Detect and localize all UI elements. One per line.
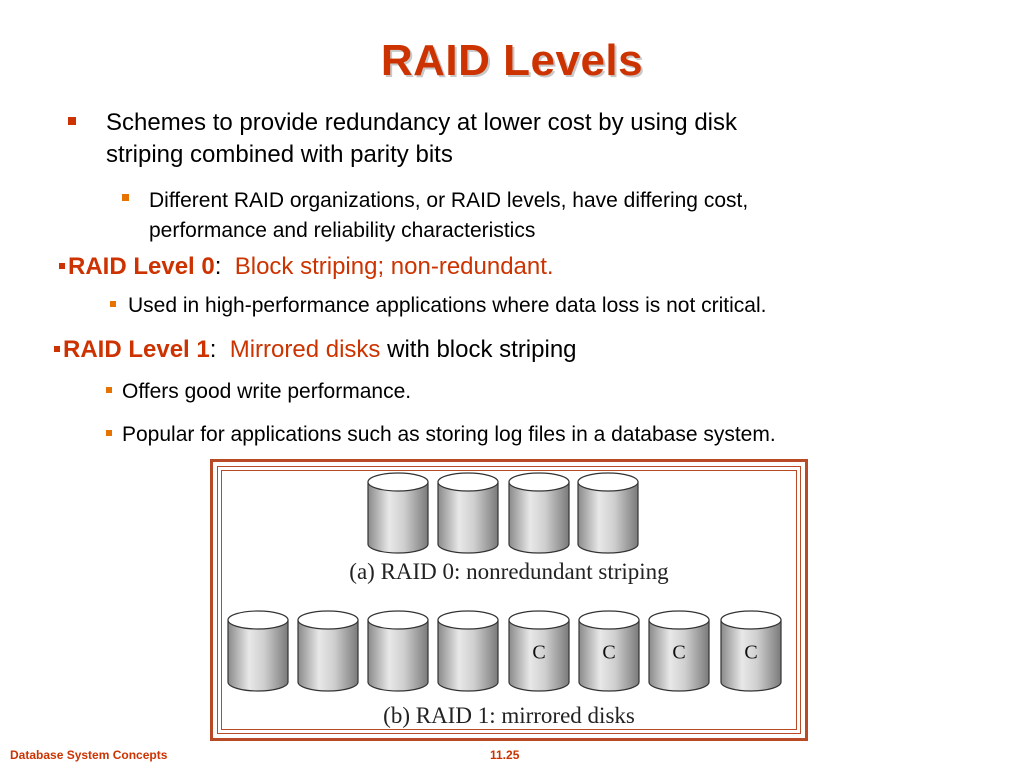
data-disk	[367, 472, 429, 554]
sub-bullet-marker	[122, 194, 129, 201]
sub-bullet-organizations-line2: performance and reliability characterist…	[149, 219, 536, 242]
raid-level-0-label: RAID Level 0	[68, 253, 215, 280]
sub-bullet-organizations-line1: Different RAID organizations, or RAID le…	[149, 189, 749, 212]
sub-bullet-marker	[106, 387, 112, 393]
data-disk	[508, 472, 570, 554]
diagram-frame-inner	[217, 466, 801, 734]
sub-bullet-organizations: Different RAID organizations, or RAID le…	[149, 186, 949, 246]
raid-level-1-label: RAID Level 1	[63, 336, 210, 363]
data-disk	[297, 610, 359, 692]
bullet-marker	[54, 346, 60, 352]
raid-level-0-use: Used in high-performance applications wh…	[128, 294, 767, 317]
raid-level-1-desc-rest: with block striping	[380, 336, 577, 363]
footer-course: Database System Concepts	[10, 748, 168, 762]
bullet-schemes: Schemes to provide redundancy at lower c…	[106, 107, 906, 171]
raid0-disks	[367, 472, 639, 554]
data-disk	[437, 610, 499, 692]
data-disk	[577, 472, 639, 554]
raid-level-1-write: Offers good write performance.	[122, 380, 412, 403]
raid-level-0-desc: Block striping; non-redundant.	[234, 253, 554, 280]
slide-title: RAID Levels	[380, 36, 644, 85]
sub-bullet-marker	[106, 430, 112, 436]
sub-bullet-marker	[110, 301, 116, 307]
bullet-marker	[68, 117, 76, 125]
mirror-disk: C	[508, 610, 570, 692]
data-disk	[227, 610, 289, 692]
bullet-schemes-line1: Schemes to provide redundancy at lower c…	[106, 109, 737, 136]
raid-level-1-heading: RAID Level 1: Mirrored disks with block …	[63, 334, 963, 366]
diagram-frame-inner2	[221, 470, 797, 730]
copy-disk-label: C	[744, 641, 757, 663]
raid-level-1-colon: :	[209, 336, 217, 363]
raid-diagram: C C C C (a) RAID 0: nonredundant striping (…	[210, 459, 808, 741]
raid-level-0-heading: RAID Level 0: Block striping; non-redund…	[68, 251, 968, 283]
copy-disk-label: C	[532, 641, 545, 663]
mirror-disk: C	[720, 610, 782, 692]
data-disk	[367, 610, 429, 692]
copy-disk-label: C	[602, 641, 615, 663]
raid-level-1-logs: Popular for applications such as storing…	[122, 423, 776, 446]
data-disk	[437, 472, 499, 554]
bullet-schemes-line2: striping combined with parity bits	[106, 141, 453, 168]
raid-level-1-desc: Mirrored disks	[229, 336, 381, 363]
mirror-disk: C	[648, 610, 710, 692]
raid-level-0-colon: :	[214, 253, 222, 280]
caption-raid1: (b) RAID 1: mirrored disks	[383, 703, 635, 728]
caption-raid0: (a) RAID 0: nonredundant striping	[349, 559, 669, 584]
bullet-marker	[59, 263, 65, 269]
footer-page-number: 11.25	[490, 748, 520, 762]
mirror-disk: C	[578, 610, 640, 692]
copy-disk-label: C	[672, 641, 685, 663]
